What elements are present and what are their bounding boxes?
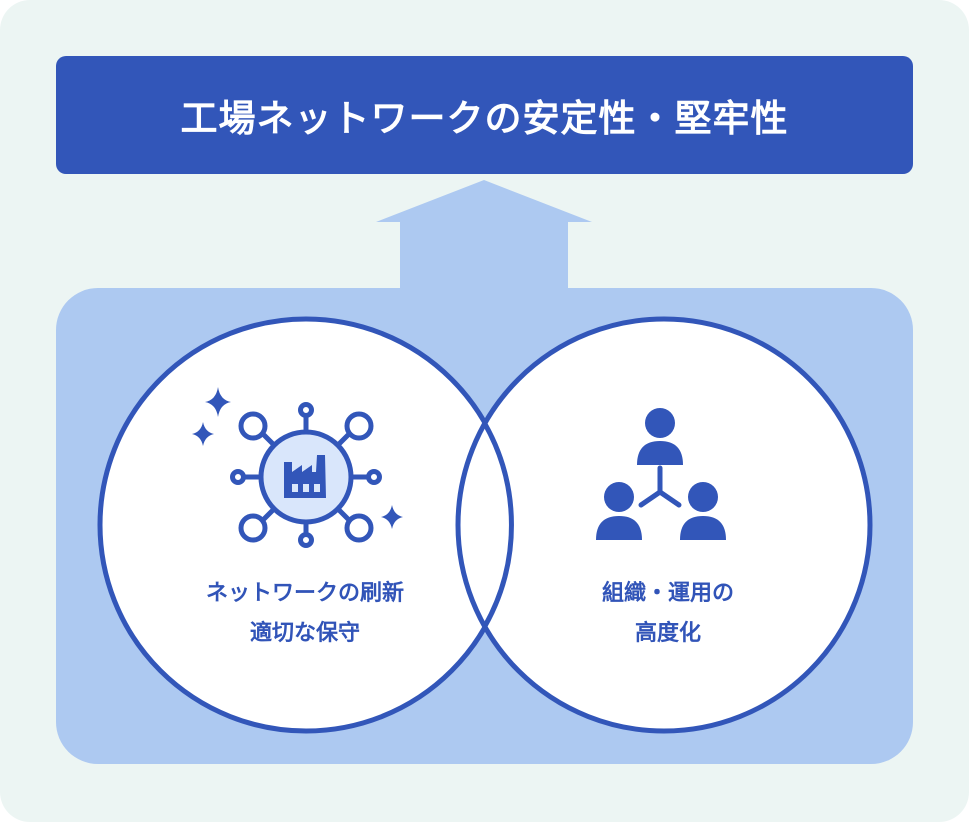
- title-text: 工場ネットワークの安定性・堅牢性: [180, 97, 789, 140]
- left-label-line1: ネットワークの刷新: [205, 581, 404, 606]
- title-banner: 工場ネットワークの安定性・堅牢性: [56, 56, 913, 174]
- up-arrow: [376, 180, 592, 290]
- left-circle-overlap-arc: [482, 422, 514, 628]
- left-label-line2: 適切な保守: [249, 621, 360, 646]
- right-label-line2: 高度化: [634, 621, 701, 646]
- factory-icon: [284, 455, 326, 498]
- sparkle-icon: [192, 387, 403, 529]
- left-circle-label: ネットワークの刷新 適切な保守: [155, 574, 455, 654]
- people-organization-icon: [596, 408, 726, 540]
- right-circle-label: 組織・運用の 高度化: [518, 574, 818, 654]
- right-circle: [455, 316, 873, 734]
- right-label-line1: 組織・運用の: [601, 581, 734, 606]
